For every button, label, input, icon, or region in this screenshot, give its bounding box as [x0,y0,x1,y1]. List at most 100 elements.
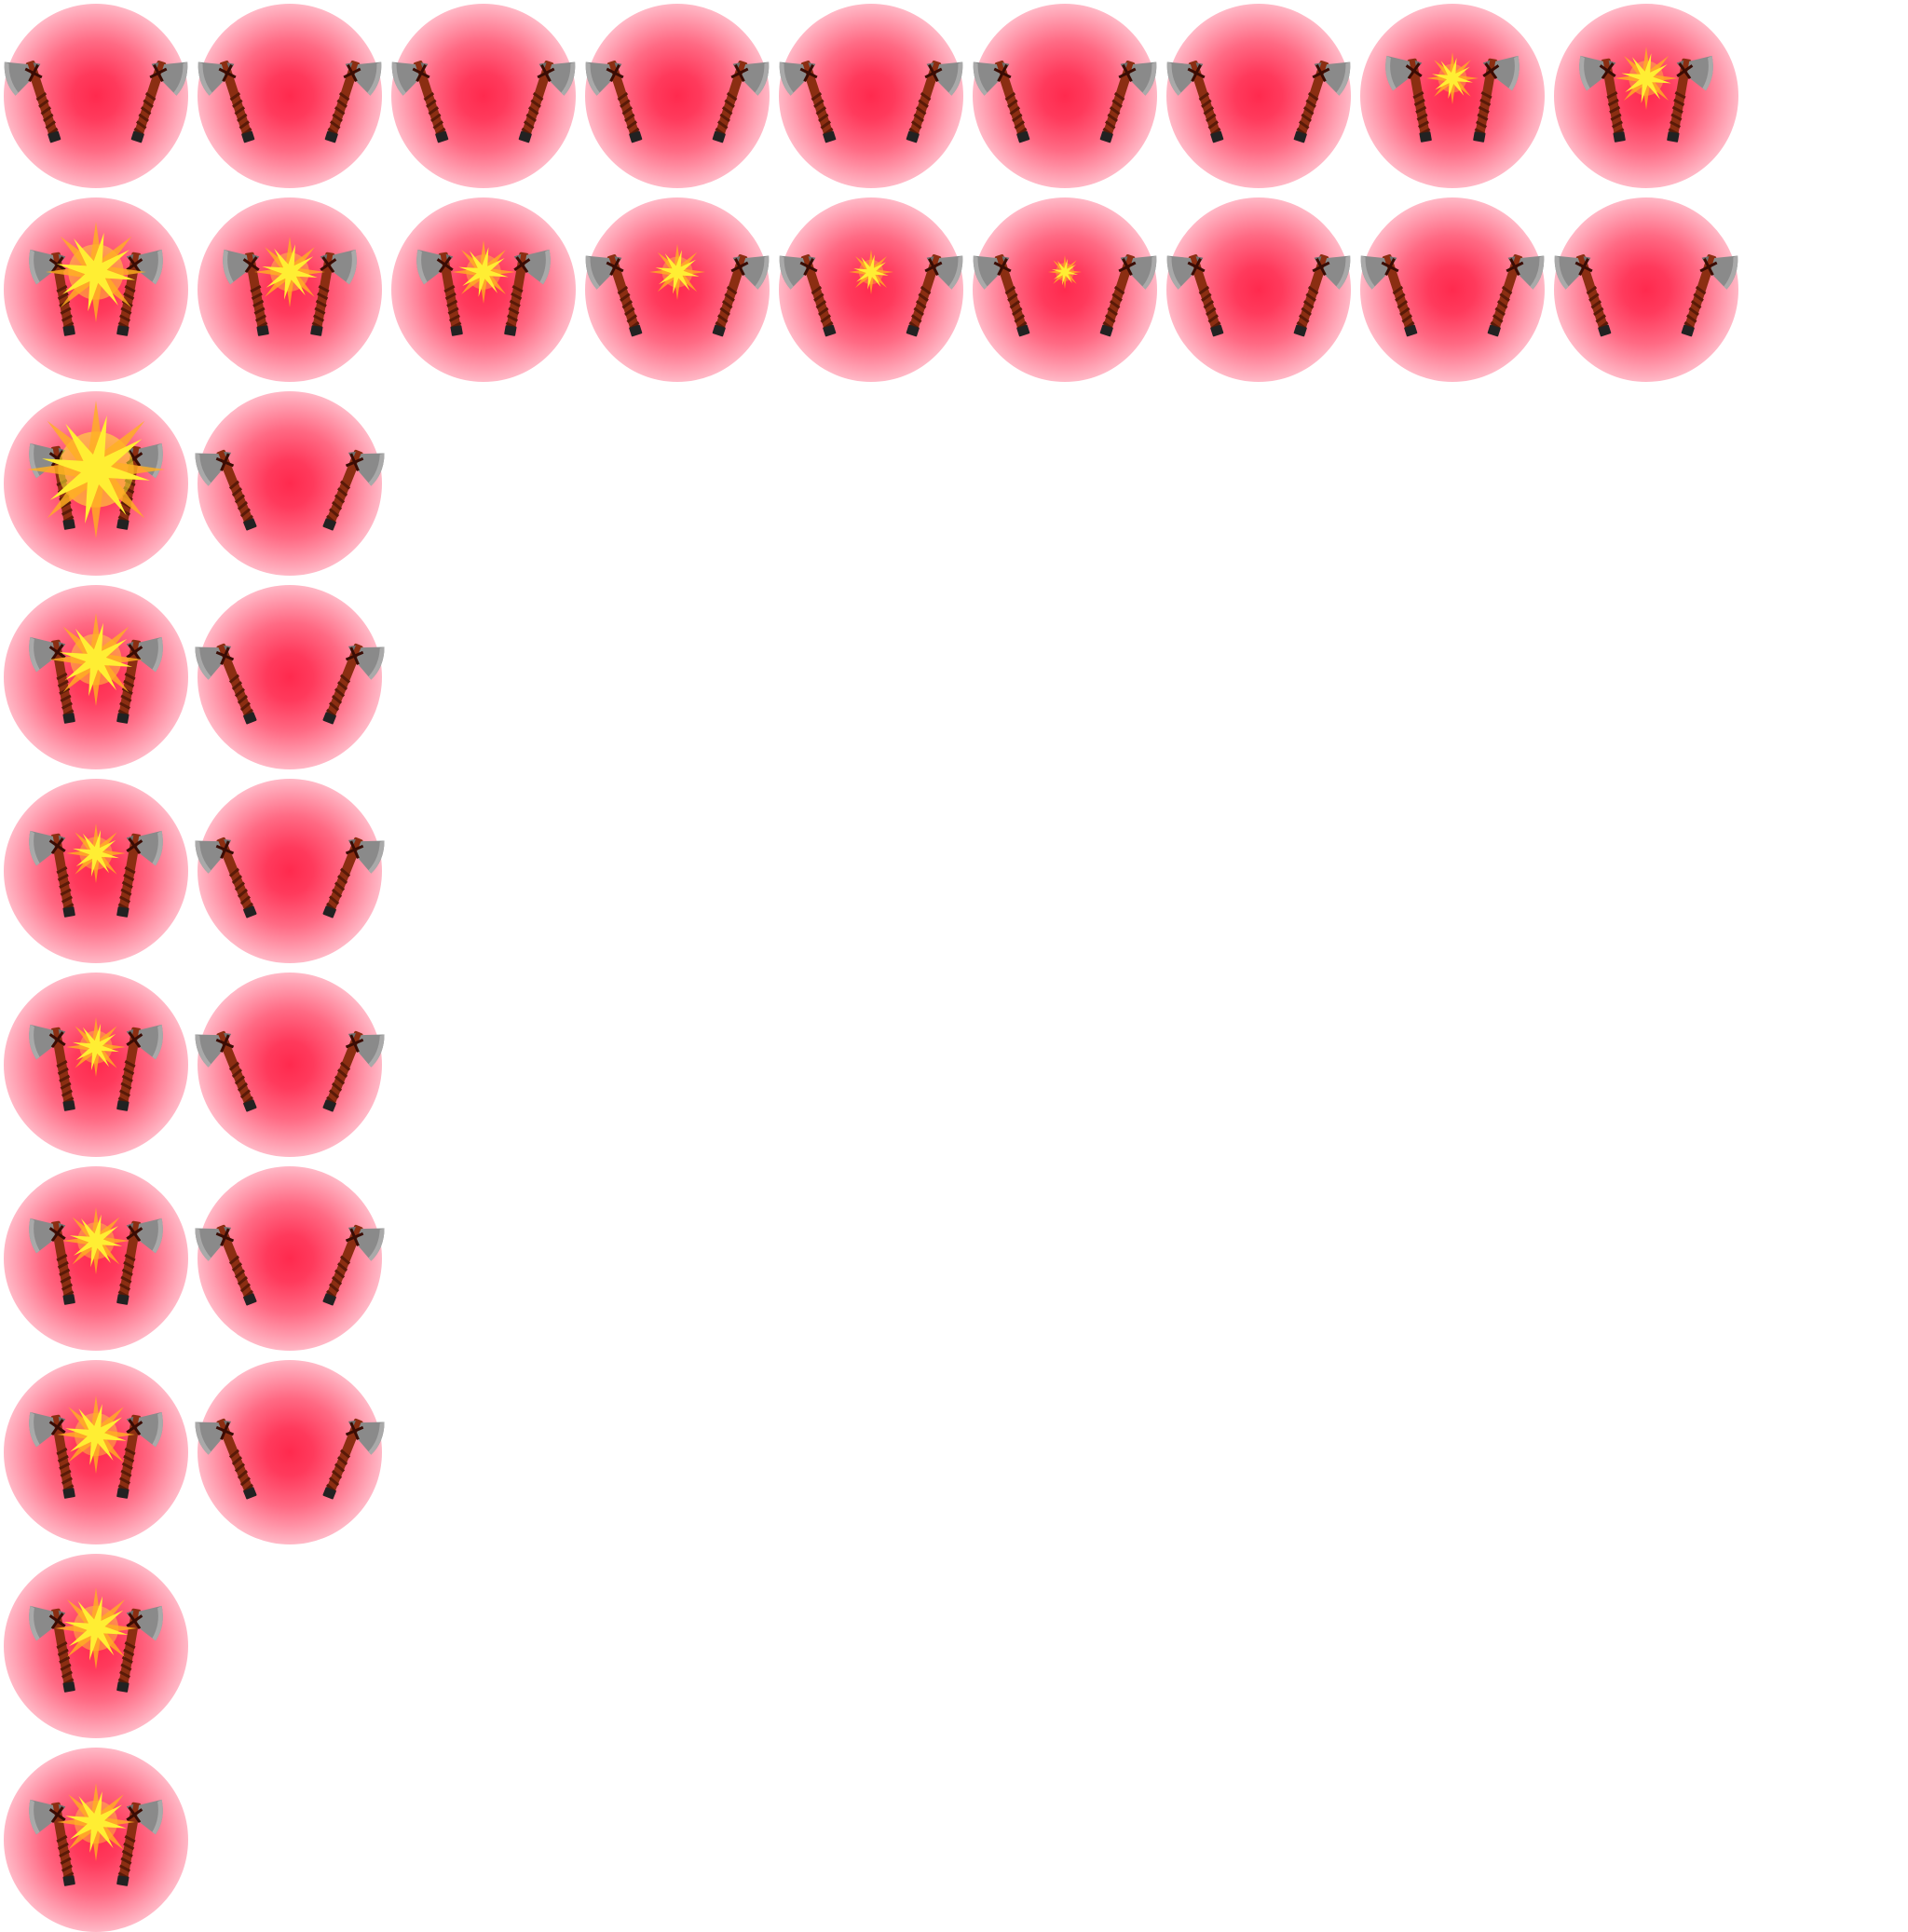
left-axe-icon [1579,55,1626,143]
left-axe-icon [779,254,837,337]
twin-axes-icon [223,237,357,336]
right-axe-icon [322,1030,385,1112]
twin-axes-icon [27,401,165,538]
left-axe-icon [29,1218,75,1305]
right-axe-icon [1473,55,1520,143]
left-axe-icon [1166,61,1224,143]
spark-icon [57,1783,135,1861]
left-axe-icon [391,61,449,143]
right-axe-icon [504,249,551,336]
twin-axes-icon [29,1587,163,1693]
twin-axes-icon [585,61,770,143]
spark-icon [849,250,893,294]
right-axe-icon [310,249,357,336]
twin-axes-icon [195,837,385,918]
twin-axes-icon [29,613,163,724]
sprite-frame [973,197,1157,382]
left-axe-icon [973,254,1030,337]
twin-axes-icon [198,61,382,143]
sprite-frame [1166,197,1351,382]
twin-axes-icon [779,61,963,143]
spark-icon [452,240,515,304]
twin-axes-icon [29,1783,163,1886]
spark-icon [62,1207,129,1274]
spark-icon [66,1017,126,1077]
sprite-frame [195,1360,385,1544]
right-axe-icon [116,249,163,336]
right-axe-icon [906,61,963,143]
left-axe-icon [1166,254,1224,337]
left-axe-icon [29,830,75,918]
sprite-frame [195,585,385,769]
twin-axes-icon [391,61,576,143]
right-axe-icon [322,837,385,918]
left-axe-icon [29,636,75,724]
left-axe-icon [585,61,643,143]
left-axe-icon [973,61,1030,143]
sprite-frame [4,973,188,1157]
left-axe-icon [195,1224,257,1306]
left-axe-icon [416,249,463,336]
twin-axes-icon [1166,61,1351,143]
left-axe-icon [1385,55,1432,143]
sprite-frame [1554,197,1738,382]
twin-axes-icon [1360,254,1545,337]
right-axe-icon [322,449,385,531]
sprite-frame [4,1360,188,1544]
twin-axes-icon [195,643,385,725]
right-axe-icon [1099,61,1157,143]
left-axe-icon [29,1024,75,1111]
sprite-frame [1360,197,1545,382]
left-axe-icon [195,1418,257,1500]
left-axe-icon [195,643,257,725]
twin-axes-icon [29,823,163,918]
spark-icon [1048,255,1082,289]
twin-axes-icon [779,250,963,337]
sprite-frame [198,197,382,382]
left-axe-icon [585,254,643,337]
left-axe-icon [1360,254,1418,337]
left-axe-icon [195,449,257,531]
right-axe-icon [116,1411,163,1499]
right-axe-icon [116,1799,163,1886]
sprite-frame [391,4,576,188]
twin-axes-icon [973,254,1157,337]
left-axe-icon [195,837,257,918]
twin-axes-icon [195,1418,385,1500]
right-axe-icon [1293,254,1351,337]
twin-axes-icon [195,1224,385,1306]
twin-axes-icon [1554,254,1738,337]
right-axe-icon [116,830,163,918]
right-axe-icon [518,61,576,143]
left-axe-icon [29,1605,75,1693]
sprite-frame [1554,4,1738,188]
left-axe-icon [4,61,61,143]
left-axe-icon [29,1799,75,1886]
left-axe-icon [29,249,75,336]
sprite-frame [4,1166,188,1351]
spark-icon [49,613,143,706]
sprite-frame [4,1554,188,1738]
right-axe-icon [1099,254,1157,337]
twin-axes-icon [973,61,1157,143]
right-axe-icon [130,61,188,143]
twin-axes-icon [195,449,385,531]
right-axe-icon [1681,254,1738,337]
right-axe-icon [116,636,163,724]
sprite-frame [585,4,770,188]
twin-axes-icon [29,1395,163,1499]
right-axe-icon [1293,61,1351,143]
spark-icon [55,1587,137,1669]
sprite-frame [1360,4,1545,188]
spark-icon [46,222,146,322]
right-axe-icon [1487,254,1545,337]
left-axe-icon [1554,254,1612,337]
sprite-frame [973,4,1157,188]
right-axe-icon [712,61,770,143]
spark-icon [27,401,165,538]
twin-axes-icon [29,1207,163,1305]
twin-axes-icon [4,61,188,143]
sprite-frame [4,585,188,769]
spark-icon [254,237,325,307]
sprite-frame [391,197,576,382]
